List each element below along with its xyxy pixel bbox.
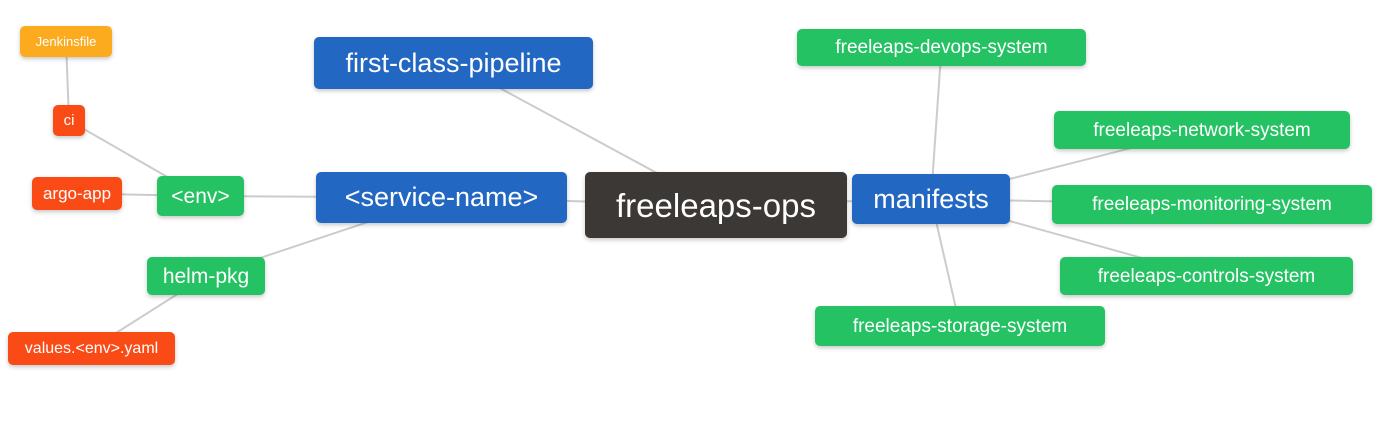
node-freeleaps-devops-system[interactable]: freeleaps-devops-system [797, 29, 1086, 66]
node-argo-app[interactable]: argo-app [32, 177, 122, 210]
node-jenkinsfile[interactable]: Jenkinsfile [20, 26, 112, 57]
node-manifests[interactable]: manifests [852, 174, 1010, 224]
node-first-class-pipeline[interactable]: first-class-pipeline [314, 37, 593, 89]
node-freeleaps-network-system[interactable]: freeleaps-network-system [1054, 111, 1350, 149]
node-freeleaps-ops[interactable]: freeleaps-ops [585, 172, 847, 238]
node-helm-pkg[interactable]: helm-pkg [147, 257, 265, 295]
node-freeleaps-monitoring-system[interactable]: freeleaps-monitoring-system [1052, 185, 1372, 224]
node-service-name[interactable]: <service-name> [316, 172, 567, 223]
node-env[interactable]: <env> [157, 176, 244, 216]
node-ci[interactable]: ci [53, 105, 85, 136]
node-values-env-yaml[interactable]: values.<env>.yaml [8, 332, 175, 365]
node-freeleaps-storage-system[interactable]: freeleaps-storage-system [815, 306, 1105, 346]
node-freeleaps-controls-system[interactable]: freeleaps-controls-system [1060, 257, 1353, 295]
